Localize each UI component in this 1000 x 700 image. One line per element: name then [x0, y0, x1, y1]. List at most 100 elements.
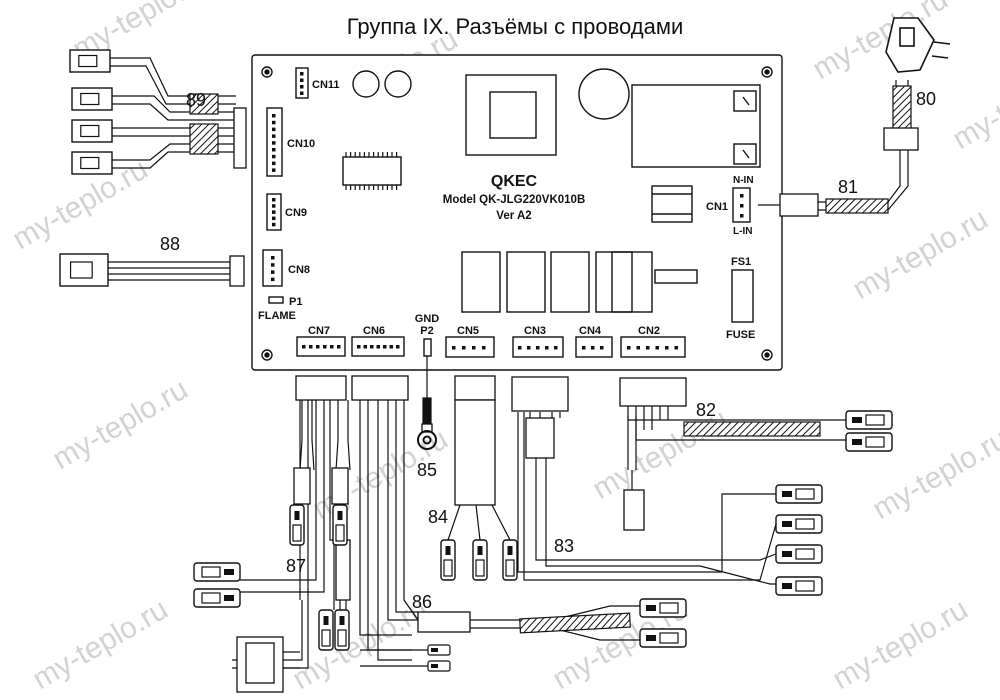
- part-number-81: 81: [838, 177, 858, 197]
- connector-pin: [370, 345, 374, 349]
- harness-plugs: [59, 49, 113, 287]
- terminal-blade: [335, 524, 345, 542]
- part-number-87: 87: [286, 556, 306, 576]
- terminal-blade: [865, 414, 885, 426]
- connector-pin: [271, 256, 275, 260]
- spade-terminal: [775, 514, 823, 534]
- watermark-text: my-teplo.ru: [947, 52, 1000, 156]
- terminal-81-plug: [779, 193, 819, 217]
- part-numbers: 80 81 82 83 84 85 86 87 88 89: [160, 89, 936, 612]
- capacitor-left: [352, 70, 380, 98]
- terminal-crimp: [339, 616, 345, 625]
- motor-connector-inner: [245, 642, 275, 684]
- connector-pin: [271, 277, 275, 282]
- chip-pins: [345, 152, 398, 190]
- cn8-label: CN8: [288, 264, 310, 276]
- cn1-label: CN1: [706, 201, 728, 213]
- terminal-crimp: [477, 546, 483, 555]
- connector-pin: [300, 85, 304, 89]
- connector-pin: [376, 345, 380, 349]
- connector-pin: [271, 263, 275, 267]
- terminal-crimp: [782, 583, 792, 589]
- spade-terminal: [775, 544, 823, 564]
- cn10-label: CN10: [287, 138, 315, 150]
- harness-plug: [71, 87, 113, 111]
- harness-plug: [71, 151, 113, 175]
- connector-pin: [740, 194, 744, 198]
- terminal-crimp: [852, 439, 862, 445]
- terminal-crimp: [646, 605, 656, 611]
- connector-pin: [272, 127, 276, 132]
- connector-pin: [272, 114, 276, 118]
- connector-pin: [271, 270, 275, 274]
- sleeve-84: [454, 399, 496, 506]
- control-board: [251, 54, 783, 371]
- board-model: Model QK-JLG220VK010B: [443, 194, 586, 206]
- plug-latch: [80, 156, 100, 170]
- fuse-fs1: [731, 269, 754, 323]
- spade-terminal: [502, 539, 518, 581]
- part-number-89: 89: [186, 90, 206, 110]
- cn11-connector: [295, 67, 309, 99]
- inline-plug-86: [417, 611, 471, 633]
- watermark-text: my-teplo.ru: [827, 592, 973, 696]
- terminal-crimp: [445, 546, 451, 555]
- connector-pin: [674, 346, 678, 350]
- connector-pin: [272, 168, 276, 172]
- terminal-body: [427, 660, 451, 672]
- terminal-blade: [659, 602, 679, 614]
- power-relay-block: [631, 84, 761, 168]
- terminal-crimp: [431, 648, 438, 652]
- plug-latch: [80, 124, 100, 138]
- cn1-connector: [732, 187, 751, 223]
- terminal-80-plug: [883, 127, 919, 151]
- p1-flame-terminal: [268, 296, 284, 304]
- plug-cn2: [619, 377, 687, 407]
- spade-terminals: [193, 410, 893, 672]
- cn5-connector: [445, 336, 495, 358]
- connector-pin: [323, 345, 327, 349]
- plug-cn6: [351, 375, 409, 401]
- connector-pin: [357, 345, 361, 349]
- connector-pin: [740, 214, 744, 218]
- terminal-blade: [795, 580, 815, 592]
- spade-terminal: [845, 410, 893, 430]
- sleeve-82: [683, 421, 821, 437]
- plug-cn5: [454, 375, 496, 401]
- connector-pin: [655, 346, 659, 350]
- cn3-label: CN3: [524, 325, 546, 337]
- connector-pin: [582, 346, 586, 350]
- plug-body: [69, 49, 111, 73]
- fuse-label: FUSE: [726, 329, 755, 341]
- harness-88: [108, 261, 232, 281]
- mini-terminal: [427, 644, 451, 656]
- connector-pin: [665, 346, 669, 350]
- part-number-82: 82: [696, 400, 716, 420]
- capacitor-right: [384, 70, 412, 98]
- board-brand: QKEC: [491, 173, 538, 190]
- connector-pin: [462, 346, 466, 350]
- harness-plug: [69, 49, 111, 73]
- spade-terminal: [639, 598, 687, 618]
- connector-pin: [300, 91, 304, 95]
- watermark-text: my-teplo.ru: [27, 592, 173, 696]
- connector-pin: [518, 346, 522, 350]
- fs1-label: FS1: [731, 256, 751, 268]
- l-in-label: L-IN: [733, 226, 752, 237]
- spade-terminal: [193, 588, 241, 608]
- terminal-crimp: [224, 569, 234, 575]
- cn3-connector: [512, 336, 564, 358]
- cn10-connector: [266, 107, 283, 177]
- cn9-connector: [266, 193, 282, 231]
- connector-pin: [272, 222, 276, 227]
- connector-pins: [271, 72, 744, 350]
- cn11-label: CN11: [312, 79, 340, 91]
- connector-pin: [545, 346, 549, 350]
- harness-plug: [71, 119, 113, 143]
- inline-plug-87-a: [293, 467, 311, 505]
- watermark-text: my-teplo.ru: [47, 372, 193, 476]
- cn8-connector: [262, 249, 283, 287]
- terminal-crimp: [431, 664, 438, 668]
- board-version: Ver A2: [496, 210, 531, 222]
